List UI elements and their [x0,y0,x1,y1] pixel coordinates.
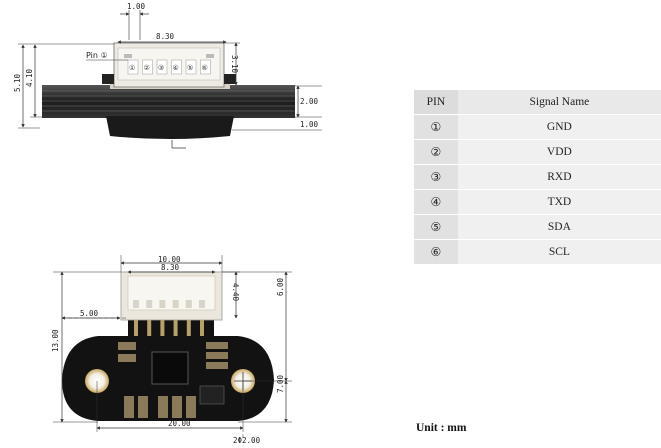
signal-name: GND [457,114,661,140]
lens [106,116,234,139]
dim-body-height: 2.00 [300,97,319,106]
pin-slot [171,59,182,75]
pin1-label: Pin ① [86,51,108,60]
signal-name: TXD [457,189,661,215]
smd-components [118,342,228,418]
pin-slot-number: ⑤ [187,64,193,72]
header-signal-name: Signal Name [457,90,661,115]
header-pin: PIN [414,90,458,115]
bottom-pin-contact [199,300,205,308]
dim-height-outer: 5.10 [13,73,22,92]
dim-upper-height: 6.00 [276,277,285,296]
dim-hole-diameter: 2Φ2.00 [233,436,261,445]
pin-number: ② [414,139,458,165]
bottom-pin-contact [185,300,192,308]
bottom-pin-lead [173,320,178,336]
pin-slot-number: ② [144,64,150,72]
pin-number: ⑥ [414,239,458,265]
pin-number: ③ [414,164,458,190]
bottom-pins [133,300,205,336]
pin-slot [127,59,139,75]
bottom-view: 10.00 8.30 4.40 5.00 13.00 6.00 7.00 20.… [51,255,292,445]
pin-slot [185,59,197,75]
bottom-pin-lead [186,320,191,336]
dim-bottom-connector-inner: 8.30 [161,263,180,272]
pin-slot [156,59,168,75]
pin-slot-number: ① [129,64,135,72]
pin-number: ① [414,114,458,140]
bottom-pin-contact [133,300,139,308]
pin-slot-number: ③ [158,64,164,72]
dim-connector-width: 8.30 [156,32,175,41]
dim-connector-height: 3.10 [230,55,239,74]
signal-name: RXD [457,164,661,190]
bottom-pin-lead [147,320,152,336]
sensor-body [42,85,295,118]
bottom-pin-lead [134,320,138,336]
dim-lower-height: 7.00 [276,374,285,393]
pin-slot [200,59,211,75]
dim-total-height: 13.00 [51,329,60,352]
dim-connector-depth: 4.40 [231,283,240,302]
signal-name: SDA [457,214,661,240]
dim-lens-height: 1.00 [300,120,319,129]
sensor-chip [151,351,189,385]
pin-slot-number: ⑥ [202,64,208,72]
table-header-row: PIN Signal Name [414,90,661,115]
bottom-pin-contact [159,300,166,308]
dim-bottom-connector-outer: 10.00 [158,255,181,264]
bottom-pin-contact [146,300,153,308]
bottom-pin-lead [160,320,165,336]
pin-number: ⑤ [414,214,458,240]
bottom-pin-contact [172,300,179,308]
unit-label: Unit : mm [416,422,467,434]
dim-left-offset: 5.00 [80,309,99,318]
dim-pitch: 1.00 [127,2,146,11]
pin-slot [142,59,153,75]
dim-height-inner: 4.10 [25,68,34,87]
bottom-pin-lead [200,320,204,336]
signal-name: VDD [457,139,661,165]
dim-board-width: 20.00 [168,419,191,428]
pin-slot-number: ④ [173,64,179,72]
pin-number: ④ [414,189,458,215]
signal-name: SCL [457,239,661,265]
